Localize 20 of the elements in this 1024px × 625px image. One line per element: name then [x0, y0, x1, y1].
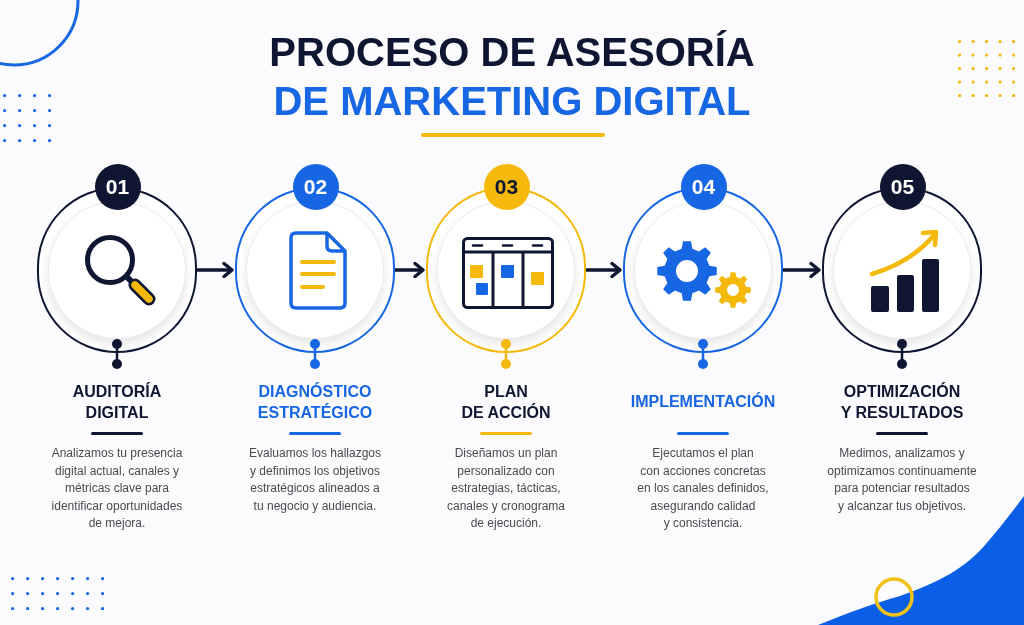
- step-number: 02: [292, 164, 339, 210]
- step-description: Diseñamos un plan personalizado con estrategias, tácticas, canales y cronograma de ejecución.: [446, 445, 566, 532]
- step-number: 05: [879, 164, 926, 210]
- step-number: 01: [94, 164, 141, 210]
- step-heading: DIAGNÓSTICO ESTRATÉGICO: [257, 382, 373, 423]
- step-number: 04: [680, 164, 727, 210]
- step-heading: IMPLEMENTACIÓN: [630, 392, 776, 413]
- step-description: Medimos, analizamos y optimizamos continuamente para potenciar resultados y alcanzar tus objetivos.: [827, 445, 977, 515]
- step-heading: OPTIMIZACIÓN Y RESULTADOS: [840, 382, 964, 423]
- arrow: [197, 261, 234, 279]
- step-heading: PLAN DE ACCIÓN: [461, 382, 551, 423]
- step-description: Analizamos tu presencia digital actual, canales y métricas clave para identificar oportunidades de mejora.: [51, 445, 183, 532]
- arrow: [395, 261, 425, 279]
- arrow: [783, 261, 821, 279]
- arrow: [586, 261, 622, 279]
- title: PROCESO DE ASESORÍA DE MARKETING DIGITAL: [269, 29, 755, 125]
- step-description: Evaluamos los hallazgos y definimos los objetivos estratégicos alineados a tu negocio y audiencia.: [248, 445, 382, 515]
- step-number: 03: [483, 164, 530, 210]
- step-description: Ejecutamos el plan con acciones concretas en los canales definidos, asegurando calidad y consistencia.: [637, 445, 769, 532]
- step-heading: AUDITORÍA DIGITAL: [72, 382, 162, 423]
